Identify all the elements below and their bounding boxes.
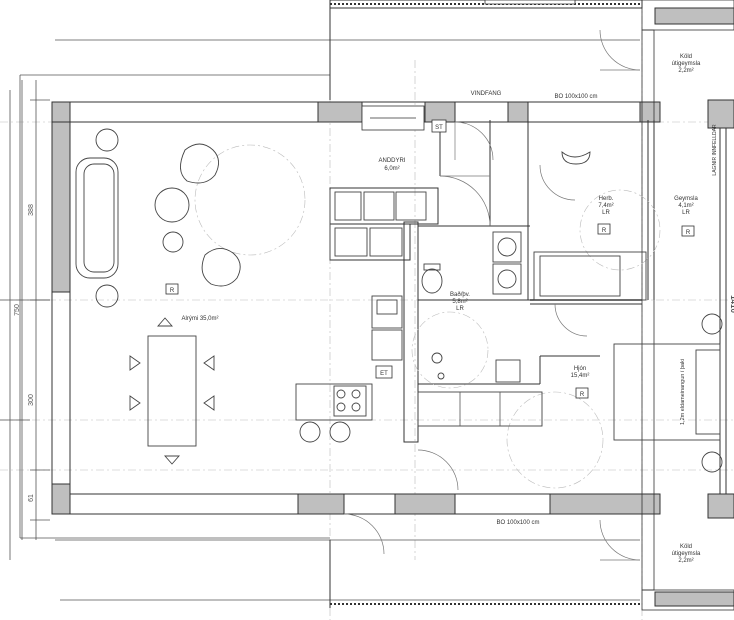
living-furniture [75,128,241,465]
room-cold-bottom-name: Köld [680,544,692,550]
room-vestibule-name: VINDFANG [471,91,502,97]
dim-61: 61 [28,494,35,502]
r-label-master: R [580,392,585,398]
top-boundary [329,0,734,100]
dim-750: 750 [14,304,21,316]
room-storage-tag: LR [682,210,690,216]
dimension-labels: 388 750 300 61 1410 [14,204,734,502]
bedrooms [417,151,723,473]
bathroom [421,231,522,383]
door-swings [194,29,661,561]
room-labels: Alrými 35,0m² ANDDYRI 6,0m² VINDFANG Bað… [181,54,701,564]
r-label-storage: R [686,230,691,236]
r-label-living: R [170,288,175,294]
tag-markers [431,119,695,399]
room-entry-area: 6,0m² [384,166,399,172]
et-label: ET [380,371,388,377]
room-storage-name: Geymsla [674,196,698,202]
room-cold-top-sub: útigeymsla [672,61,701,67]
dim-right-edge: 1410 [729,295,734,313]
room-cold-bottom-area: 2,2m² [678,558,693,564]
room-bath-tag: LR [456,306,464,312]
bottom-boundary [329,540,734,611]
room-bedroom-small-tag: LR [602,210,610,216]
kitchen [295,190,427,443]
room-bedroom-small-name: Herb. [599,196,614,202]
bo-bottom-label: BO 100x100 cm [496,520,539,526]
exterior-walls [51,29,734,591]
annotations: BO 100x100 cm BO 100x100 cm ST ET R R R … [170,94,718,526]
right-vertical-label: LAGNIR INNFELLDAR [712,124,718,176]
room-master-area: 15,4m² [571,373,590,379]
interior-walls [329,120,655,443]
room-master-name: Hjón [574,366,586,372]
bo-top-label: BO 100x100 cm [554,94,597,100]
room-cold-top-area: 2,2m² [678,68,693,74]
room-cold-bottom-sub: útigeymsla [672,551,701,557]
room-storage-area: 4,1m² [678,203,693,209]
room-entry-name: ANDDYRI [378,158,405,164]
room-cold-top-name: Köld [680,54,692,60]
r-label-bedroom: R [602,228,607,234]
room-bath-name: Bað/þv. [450,291,470,298]
room-living-name: Alrými 35,0m² [181,316,218,322]
dim-300: 300 [28,394,35,406]
bed-note-label: 1,2m eldameinangun í þaki [680,359,686,425]
dim-388: 388 [28,204,35,216]
room-bedroom-small-area: 7,4m² [598,203,613,209]
st-label: ST [435,125,443,131]
room-bath-area: 5,8m² [452,299,467,305]
